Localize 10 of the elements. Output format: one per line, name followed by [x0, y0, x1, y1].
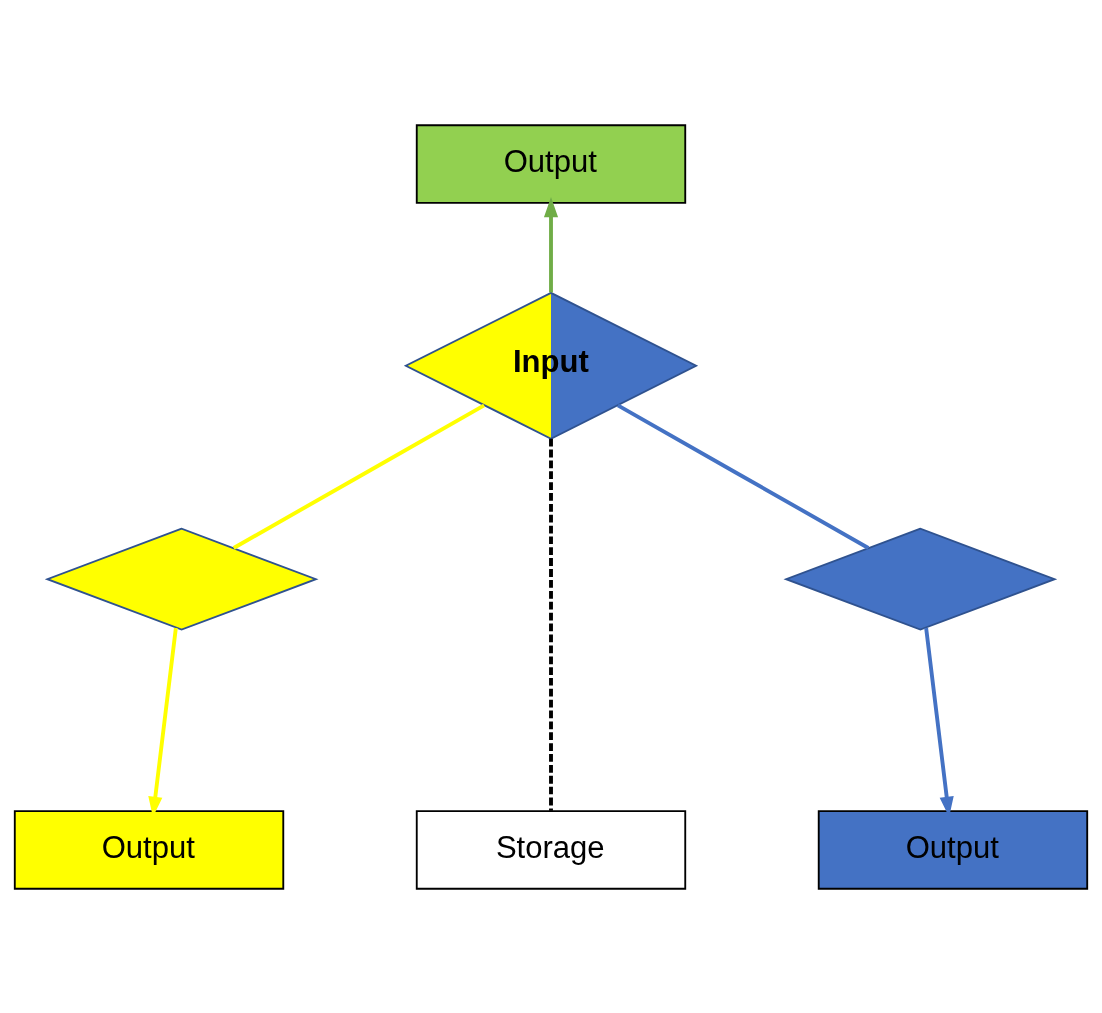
- node-diamond: [783, 527, 1058, 631]
- node-box: Output: [415, 123, 687, 204]
- connector: [616, 403, 870, 550]
- arrow: [543, 196, 559, 292]
- connector: [232, 403, 486, 550]
- node-diamond: [44, 527, 319, 631]
- node-box: Output: [817, 809, 1089, 890]
- node-box: Storage: [415, 809, 687, 890]
- connector: [549, 438, 553, 811]
- node-box: Output: [13, 809, 285, 890]
